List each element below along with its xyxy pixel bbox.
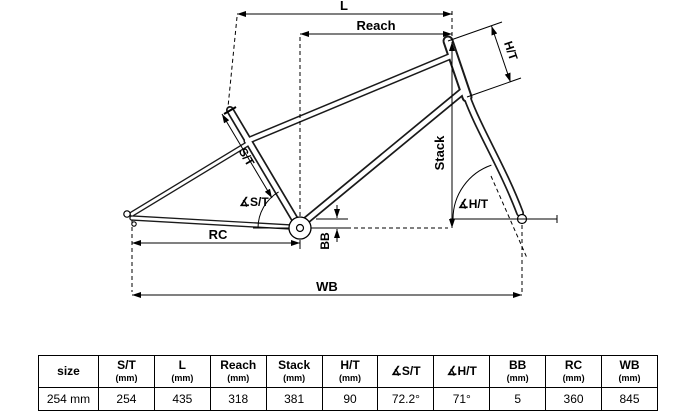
label-wb: WB bbox=[316, 279, 338, 294]
seattube-angle-arc bbox=[257, 191, 279, 229]
header-size-label: size bbox=[57, 363, 80, 378]
cell-st: 254 bbox=[98, 387, 155, 411]
seattube-dimension-line bbox=[221, 113, 273, 199]
header-st-label: S/T bbox=[117, 358, 136, 373]
header-wb-label: WB bbox=[619, 358, 640, 373]
header-stack: Stack(mm) bbox=[265, 355, 323, 388]
geometry-table: size S/T(mm) L(mm) Reach(mm) Stack(mm) H… bbox=[38, 355, 658, 411]
frame-geometry-diagram: L Reach H/T Stack S/T ∡S/T ∡H/T RC BB WB bbox=[123, 0, 558, 298]
header-stack-label: Stack bbox=[278, 358, 311, 373]
headtube-dimension-line bbox=[491, 25, 511, 83]
cell-ht-angle: 71° bbox=[433, 387, 491, 411]
steering-axis-extension bbox=[490, 175, 528, 259]
label-l: L bbox=[340, 0, 348, 13]
header-ht-angle: ∡H/T bbox=[433, 355, 491, 388]
cell-l: 435 bbox=[153, 387, 211, 411]
header-rc: RC(mm) bbox=[545, 355, 603, 388]
header-ht-angle-label: ∡H/T bbox=[446, 363, 477, 378]
geometry-table-header-row: size S/T(mm) L(mm) Reach(mm) Stack(mm) H… bbox=[38, 355, 658, 388]
label-stack: Stack bbox=[432, 135, 447, 170]
l-extension-left bbox=[227, 16, 238, 108]
label-ht-angle: ∡H/T bbox=[458, 197, 489, 211]
header-wb-unit: (mm) bbox=[618, 373, 641, 384]
seat-clamp bbox=[223, 106, 237, 115]
headtube-angle-arc bbox=[452, 164, 492, 220]
header-bb-label: BB bbox=[509, 358, 527, 373]
header-stack-unit: (mm) bbox=[283, 373, 306, 384]
bottom-bracket-inner bbox=[295, 223, 305, 233]
header-reach-label: Reach bbox=[220, 358, 257, 373]
header-l-unit: (mm) bbox=[171, 373, 194, 384]
header-ht-label: H/T bbox=[340, 358, 360, 373]
label-reach: Reach bbox=[356, 18, 395, 33]
label-rc: RC bbox=[209, 227, 228, 242]
cell-bb: 5 bbox=[489, 387, 547, 411]
label-ht: H/T bbox=[501, 39, 521, 62]
rear-axle bbox=[123, 210, 131, 218]
headtube-extension-top bbox=[447, 21, 503, 42]
cell-reach: 318 bbox=[209, 387, 267, 411]
cell-rc: 360 bbox=[545, 387, 603, 411]
header-reach-unit: (mm) bbox=[227, 373, 250, 384]
header-bb-unit: (mm) bbox=[506, 373, 529, 384]
label-bb: BB bbox=[318, 232, 332, 250]
construction-lines bbox=[131, 11, 528, 292]
geometry-table-section: size S/T(mm) L(mm) Reach(mm) Stack(mm) H… bbox=[0, 345, 696, 411]
header-st: S/T(mm) bbox=[98, 355, 155, 388]
cell-ht: 90 bbox=[321, 387, 379, 411]
header-st-angle-label: ∡S/T bbox=[391, 363, 421, 378]
header-ht: H/T(mm) bbox=[321, 355, 379, 388]
header-rc-unit: (mm) bbox=[562, 373, 585, 384]
bike-geometry-svg: L Reach H/T Stack S/T ∡S/T ∡H/T RC BB WB bbox=[123, 0, 558, 298]
header-l: L(mm) bbox=[153, 355, 211, 388]
header-l-label: L bbox=[178, 358, 186, 373]
label-st-angle: ∡S/T bbox=[239, 195, 269, 209]
header-st-unit: (mm) bbox=[115, 373, 138, 384]
dimensions bbox=[131, 11, 558, 298]
cell-size: 254 mm bbox=[38, 387, 99, 411]
header-reach: Reach(mm) bbox=[209, 355, 267, 388]
header-ht-unit: (mm) bbox=[339, 373, 361, 384]
header-wb: WB(mm) bbox=[601, 355, 658, 388]
header-st-angle: ∡S/T bbox=[377, 355, 435, 388]
header-size: size bbox=[38, 355, 99, 388]
cell-stack: 381 bbox=[265, 387, 323, 411]
headtube-extension-bottom bbox=[466, 77, 522, 98]
header-rc-label: RC bbox=[564, 358, 583, 373]
cell-st-angle: 72.2° bbox=[377, 387, 435, 411]
geometry-table-row: 254 mm 254 435 318 381 90 72.2° 71° 5 36… bbox=[38, 387, 658, 411]
cell-wb: 845 bbox=[601, 387, 658, 411]
header-bb: BB(mm) bbox=[489, 355, 547, 388]
